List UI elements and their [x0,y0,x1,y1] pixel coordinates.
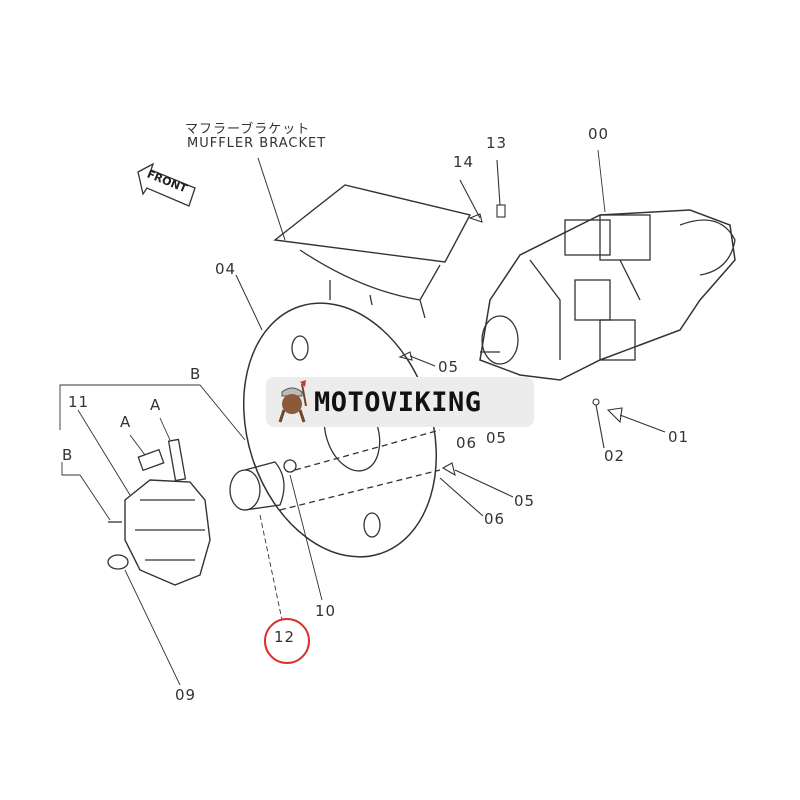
callout-13: 13 [486,134,508,152]
callout-12: 12 [274,628,296,646]
front-arrow-icon [137,162,196,207]
motoviking-watermark: MOTOVIKING [266,377,534,427]
callout-b: B [62,446,74,464]
callout-05: 05 [486,429,508,447]
callout-02: 02 [604,447,626,465]
callout-06: 06 [484,510,506,528]
viking-mascot-icon [278,380,307,423]
leader-lines [59,149,606,686]
callout-a: A [120,413,132,431]
callout-09: 09 [175,686,197,704]
logo-text: MOTOVIKING [314,386,482,418]
callout-11: 11 [68,393,90,411]
muffler-bracket [257,157,472,319]
callout-a: A [150,396,162,414]
callout-00: 00 [588,125,610,143]
callout-06: 06 [456,434,478,452]
flywheel-housing-plate [235,274,438,558]
bolts [398,159,666,517]
coupling-hub [229,429,441,511]
highlight-circle [264,618,310,664]
callout-14: 14 [453,153,475,171]
muffler-bracket-label-jp: マフラーブラケット [185,122,311,137]
callout-b: B [190,365,202,383]
hydraulic-pump [479,209,736,381]
callout-01: 01 [668,428,690,446]
callout-10: 10 [315,602,337,620]
callout-05: 05 [438,358,460,376]
flexible-coupling [107,438,211,586]
callout-05: 05 [514,492,536,510]
callout-04: 04 [215,260,237,278]
muffler-bracket-label: MUFFLER BRACKET [187,136,327,151]
